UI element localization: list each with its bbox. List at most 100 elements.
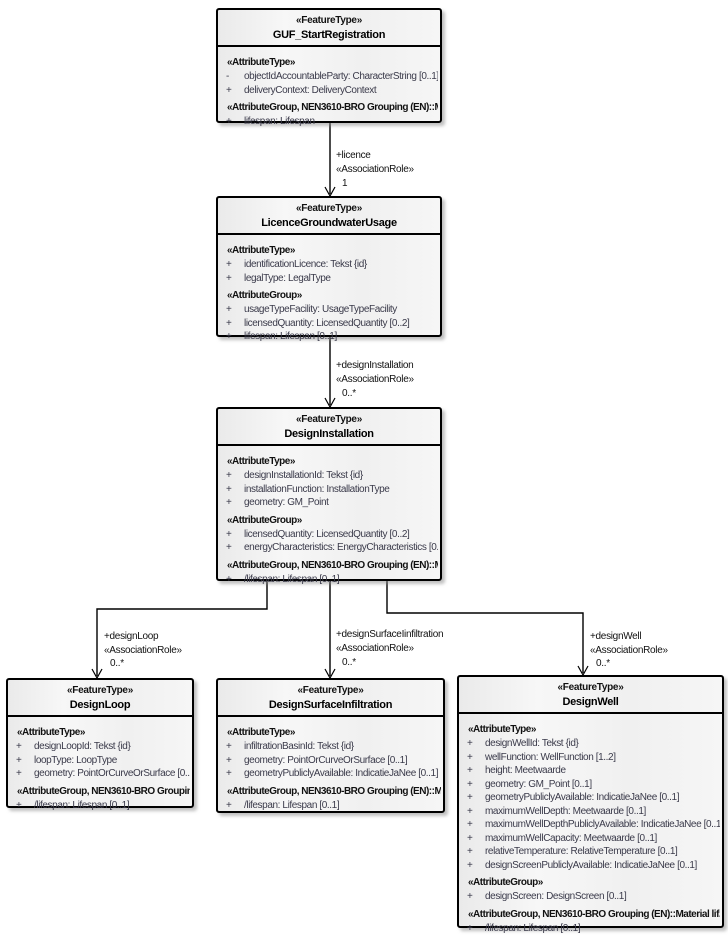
attribute-text: geometry: PointOrCurveOrSurface [0..1] [244,754,408,766]
visibility-marker: + [467,859,473,871]
visibility-marker: + [467,792,473,803]
visibility-marker: + [226,799,232,811]
attribute-row: + wellFunction: WellFunction [1..2] [459,751,720,765]
association-multiplicity: 0..* [342,388,356,399]
class-design-well[interactable]: «FeatureType» DesignWell «AttributeType»… [457,675,724,934]
attribute-text: infiltrationBasinId: Tekst {id} [244,741,354,752]
attribute-text: wellFunction: WellFunction [1..2] [485,751,616,763]
attribute-text: /lifespan: Lifespan [0..1] [244,799,340,811]
attribute-text: installationFunction: InstallationType [244,483,390,495]
attribute-text: energyCharacteristics: EnergyCharacteris… [244,542,438,553]
visibility-marker: + [226,573,232,585]
class-guf-startregistration[interactable]: «FeatureType» GUF_StartRegistration «Att… [216,8,442,127]
attribute-text: geometryPubliclyAvailable: IndicatieJaNe… [485,792,680,803]
attribute-group-header: «AttributeGroup» [227,514,302,526]
class-title: «FeatureType» DesignInstallation [218,409,440,446]
attribute-row: +/lifespan: Lifespan [0..1] [8,799,190,813]
class-title: «FeatureType» DesignLoop [8,680,192,717]
attribute-text: geometry: GM_Point [244,497,329,508]
attribute-text: maximumWellDepth: Meetwaarde [0..1] [485,805,646,817]
class-name: DesignInstallation [284,428,374,440]
attribute-row: +designLoopId: Tekst {id} [8,740,190,754]
class-attributes: «AttributeType» +infiltrationBasinId: Te… [218,717,443,812]
association-role-design-surface-infiltration: +designSurfaceIinfiltration [336,629,444,640]
attribute-row: +designScreen: DesignScreen [0..1] [459,890,720,904]
class-design-loop[interactable]: «FeatureType» DesignLoop «AttributeType»… [6,678,194,811]
visibility-marker: + [226,317,232,329]
visibility-marker: + [226,272,232,284]
attribute-row: -objectIdAccountableParty: CharacterStri… [218,70,438,84]
attribute-text: loopType: LoopType [34,754,117,766]
visibility-marker: + [467,805,473,817]
attribute-row: +/lifespan: Lifespan [0..1] [459,922,720,936]
attribute-row: +lifespan: Lifespan [0..1] [218,330,438,344]
connector-design-well[interactable] [386,581,584,673]
class-stereotype: «FeatureType» [297,685,364,696]
attribute-row: +lifespan: Lifespan [218,115,438,129]
class-stereotype: «FeatureType» [67,685,133,696]
attribute-row: +geometry: PointOrCurveOrSurface [0..1] [218,754,441,768]
attribute-text: licensedQuantity: LicensedQuantity [0..2… [244,528,410,540]
visibility-marker: + [467,832,473,844]
attribute-text: lifespan: Lifespan [0..1] [244,331,337,342]
class-stereotype: «FeatureType» [296,15,362,26]
visibility-marker: + [467,738,473,749]
visibility-marker: + [16,768,22,779]
attribute-text: usageTypeFacility: UsageTypeFacility [244,304,397,315]
visibility-marker: + [226,84,232,96]
visibility-marker: + [226,304,232,315]
association-stereotype: «AssociationRole» [590,645,668,656]
attribute-group-header: «AttributeGroup» [468,877,543,888]
attribute-row: +geometry: GM_Point [0..1] [459,778,720,792]
class-stereotype: «FeatureType» [557,682,624,693]
attribute-row: +licensedQuantity: LicensedQuantity [0..… [218,528,438,542]
visibility-marker: + [226,741,232,752]
class-title: «FeatureType» LicenceGroundwaterUsage [218,198,440,235]
attribute-row: + installationFunction: InstallationType [218,483,438,497]
association-stereotype: «AssociationRole» [336,374,414,385]
association-multiplicity: 0..* [110,658,124,669]
class-attributes: «AttributeType» + designWellId: Tekst {id… [459,714,722,935]
class-design-surface-infiltration[interactable]: «FeatureType» DesignSurfaceInfiltration … [216,678,445,813]
visibility-marker: + [467,751,473,763]
class-licence-groundwater-usage[interactable]: «FeatureType» LicenceGroundwaterUsage «A… [216,196,442,342]
class-design-installation[interactable]: «FeatureType» DesignInstallation «Attrib… [216,407,442,585]
visibility-marker: + [16,799,22,811]
class-title: «FeatureType» DesignWell [459,677,722,714]
attribute-row: +identificationLicence: Tekst {id} [218,258,438,272]
attribute-text: height: Meetwaarde [485,765,566,776]
attribute-text: relativeTemperature: RelativeTemperature… [485,846,678,857]
attribute-group-header: «AttributeType» [468,724,536,735]
attribute-row: + geometryPubliclyAvailable: IndicatieJaN… [459,791,720,805]
attribute-group-header: «AttributeType» [227,456,295,467]
association-role-design-loop: +designLoop [104,631,159,642]
visibility-marker: + [226,483,232,495]
class-attributes: «AttributeType» -objectIdAccountablePart… [218,47,440,129]
attribute-row: + infiltrationBasinId: Tekst {id} [218,740,441,754]
attribute-text: designScreenPubliclyAvailable: Indicatie… [485,859,697,871]
attribute-row: +height: Meetwaarde [459,764,720,778]
visibility-marker: + [226,116,232,127]
association-multiplicity: 1 [342,178,348,189]
attribute-group-header: «AttributeType» [227,245,295,256]
attribute-text: designInstallationId: Tekst {id} [244,470,363,481]
attribute-text: maximumWellCapacity: Meetwaarde [0..1] [485,832,657,844]
class-stereotype: «FeatureType» [296,203,362,214]
visibility-marker: + [467,846,473,857]
association-role-design-installation: +designInstallation [336,360,414,371]
class-title: «FeatureType» GUF_StartRegistration [218,10,440,47]
class-name: DesignSurfaceInfiltration [268,699,393,711]
class-stereotype: «FeatureType» [296,414,362,425]
attribute-group-header: «AttributeGroup, NEN3610-BRO Grouping (E… [227,559,438,571]
class-attributes: «AttributeType» +designLoopId: Tekst {id… [8,717,192,812]
attribute-text: /lifespan: Lifespan [0..1] [244,573,340,585]
attribute-row: + relativeTemperature: RelativeTemperatur… [459,845,720,859]
attribute-group-header: «AttributeGroup, NEN3610-BRO Grouping (E… [468,908,720,920]
attribute-text: designWellId: Tekst {id} [485,738,579,749]
attribute-text: deliveryContext: DeliveryContext [244,84,377,96]
attribute-row: +geometry: GM_Point [218,496,438,510]
arrowhead-design-well [577,665,589,677]
class-attributes: «AttributeType» + designInstallationId: T… [218,446,440,586]
attribute-group-header: «AttributeGroup» [227,290,302,301]
